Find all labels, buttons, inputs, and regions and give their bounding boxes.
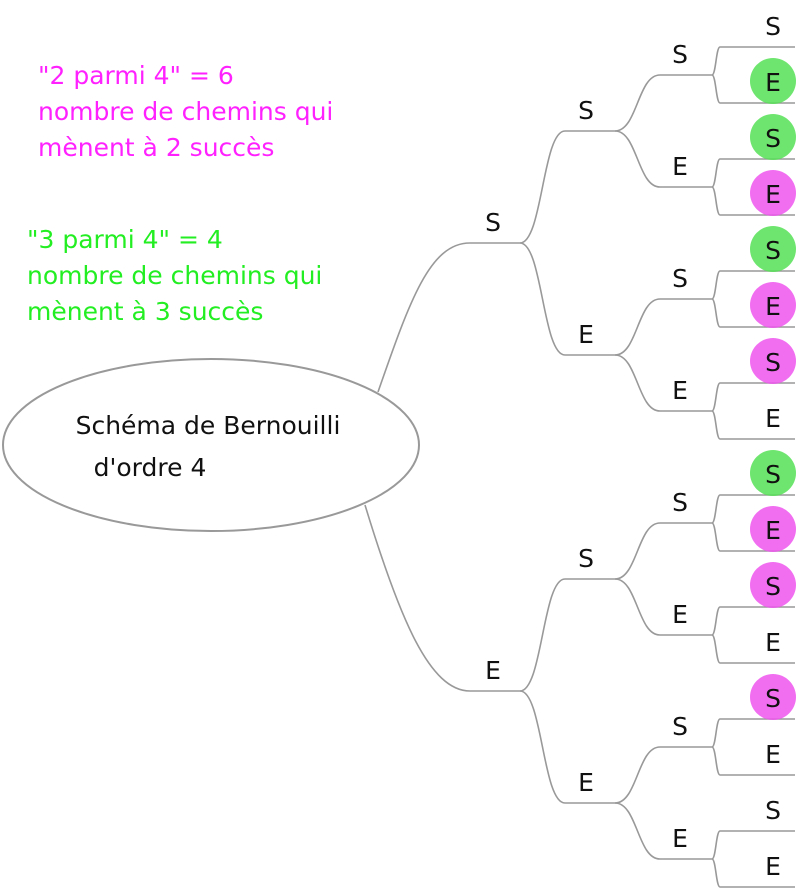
tree-node-success: S [765, 460, 781, 489]
tree-node-success: S [765, 348, 781, 377]
tree-node-success: S [765, 796, 781, 825]
branch-connector [711, 522, 721, 552]
branch-connector [711, 46, 721, 76]
branch-connector [711, 606, 721, 636]
branch-connector [711, 74, 721, 104]
branch-connector [711, 186, 721, 216]
note-line: mènent à 2 succès [38, 133, 275, 162]
branch-connector [614, 354, 661, 412]
branch-connector [711, 718, 721, 748]
tree-node-failure: E [765, 628, 781, 657]
tree-node-success: S [765, 124, 781, 153]
root-title-line1: Schéma de Bernouilli [76, 411, 341, 440]
root-connector [364, 504, 471, 692]
tree-node-success: S [672, 40, 688, 69]
branch-connector [711, 410, 721, 440]
tree-node-success: S [765, 12, 781, 41]
two-successes-highlight [750, 562, 796, 608]
branch-connector [614, 298, 661, 356]
tree-node-success: S [672, 488, 688, 517]
branch-connector [711, 494, 721, 524]
branch-connector [711, 382, 721, 412]
tree-node-failure: E [672, 824, 688, 853]
tree-node-failure: E [765, 292, 781, 321]
branch-connector [614, 74, 661, 132]
branch-connector [711, 634, 721, 664]
branch-connector [711, 158, 721, 188]
tree-node-failure: E [672, 152, 688, 181]
note-line: nombre de chemins qui [38, 97, 334, 126]
tree-node-failure: E [578, 320, 594, 349]
tree-node-success: S [485, 208, 501, 237]
branch-connector [519, 578, 566, 692]
tree-node-success: S [672, 264, 688, 293]
tree-node-failure: E [672, 600, 688, 629]
two-successes-highlight [750, 338, 796, 384]
branch-connector [614, 578, 661, 636]
branch-connector [711, 298, 721, 328]
two-successes-note: "2 parmi 4" = 6 nombre de chemins qui mè… [38, 58, 333, 166]
three-successes-highlight [750, 226, 796, 272]
note-line: nombre de chemins qui [27, 261, 323, 290]
tree-node-success: S [578, 544, 594, 573]
branch-connector [614, 522, 661, 580]
branch-connector [519, 242, 566, 356]
root-node [2, 358, 420, 532]
branch-connector [711, 270, 721, 300]
tree-node-failure: E [578, 768, 594, 797]
tree-node-success: S [765, 684, 781, 713]
tree-node-failure: E [765, 68, 781, 97]
tree-node-success: S [672, 712, 688, 741]
branch-connector [711, 746, 721, 776]
two-successes-highlight [750, 170, 796, 216]
branch-connector [519, 690, 566, 804]
tree-node-failure: E [765, 404, 781, 433]
three-successes-highlight [750, 58, 796, 104]
tree-node-failure: E [765, 740, 781, 769]
tree-node-success: S [765, 236, 781, 265]
branch-connector [711, 858, 721, 888]
note-line: "3 parmi 4" = 4 [27, 225, 223, 254]
note-line: "2 parmi 4" = 6 [38, 61, 234, 90]
tree-node-failure: E [672, 376, 688, 405]
tree-node-failure: E [765, 852, 781, 881]
branch-connector [614, 130, 661, 188]
branch-connector [614, 802, 661, 860]
root-title-line2: d'ordre 4 [94, 453, 207, 482]
tree-node-failure: E [765, 180, 781, 209]
two-successes-highlight [750, 506, 796, 552]
branch-connector [614, 746, 661, 804]
tree-node-success: S [765, 572, 781, 601]
branch-connector [519, 130, 566, 244]
two-successes-highlight [750, 282, 796, 328]
two-successes-highlight [750, 674, 796, 720]
tree-node-success: S [578, 96, 594, 125]
three-successes-highlight [750, 450, 796, 496]
root-connector [377, 242, 471, 393]
tree-node-failure: E [765, 516, 781, 545]
branch-connector [711, 830, 721, 860]
three-successes-note: "3 parmi 4" = 4 nombre de chemins qui mè… [27, 222, 322, 330]
tree-node-failure: E [485, 656, 501, 685]
note-line: mènent à 3 succès [27, 297, 264, 326]
three-successes-highlight [750, 114, 796, 160]
